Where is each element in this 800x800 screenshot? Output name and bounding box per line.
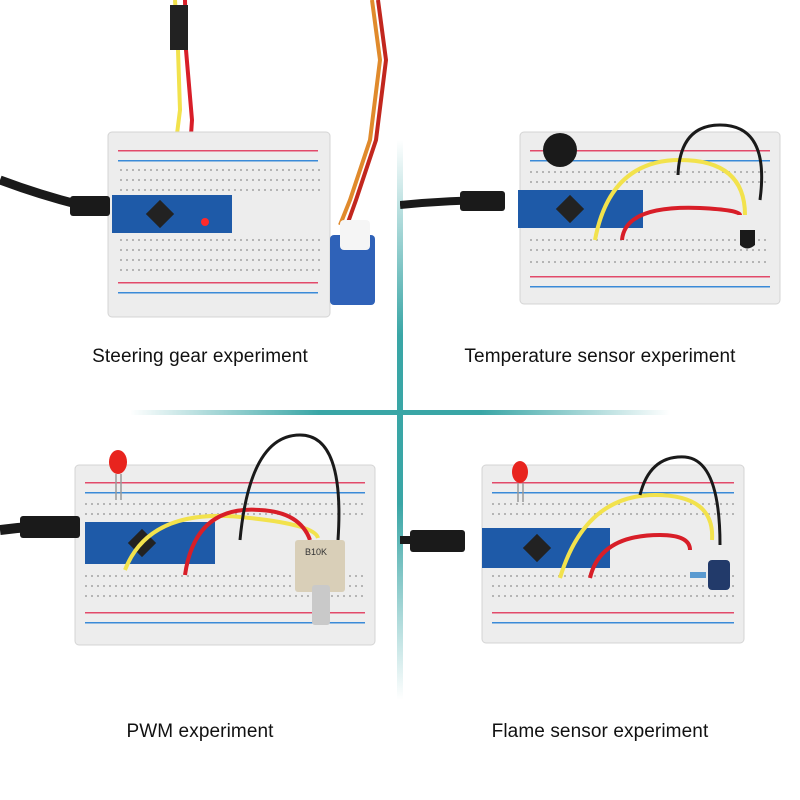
servo-orange-wire	[338, 0, 383, 226]
pwm-photo: B10K	[0, 433, 376, 646]
usb-plug	[460, 191, 505, 211]
servo-red-wire	[344, 0, 389, 229]
temperature-sensor	[740, 230, 755, 249]
yellow-wire	[558, 492, 715, 579]
black-wire	[676, 123, 764, 201]
caption-steering-gear: Steering gear experiment	[92, 346, 308, 367]
steering-gear-photo	[0, 0, 389, 318]
black-wire	[638, 455, 722, 546]
potentiometer-shaft	[312, 585, 330, 625]
red-wire	[620, 205, 742, 241]
servo-horn	[340, 220, 370, 250]
usb-plug	[70, 196, 110, 216]
flame-sensor-photo	[400, 455, 745, 644]
panel-temperature-sensor: Temperature sensor experiment	[400, 0, 800, 400]
panel-flame-sensor: Flame sensor experiment	[400, 400, 800, 800]
temperature-sensor-photo	[400, 123, 781, 305]
red-wire	[588, 532, 692, 579]
caption-pwm: PWM experiment	[126, 721, 274, 742]
potentiometer	[295, 540, 345, 592]
vertical-divider	[397, 140, 403, 700]
usb-cable	[0, 175, 82, 210]
usb-plug	[20, 516, 80, 538]
breadboard	[74, 464, 376, 646]
horizontal-divider	[130, 410, 670, 415]
panel-steering-gear: Steering gear experiment	[0, 0, 400, 400]
usb-plug	[410, 530, 465, 552]
caption-flame-sensor: Flame sensor experiment	[491, 721, 709, 742]
yellow-wire	[123, 513, 320, 571]
caption-temperature-sensor: Temperature sensor experiment	[464, 346, 736, 367]
resistor	[690, 572, 706, 578]
breadboard-holes	[118, 150, 318, 294]
servo-body	[330, 235, 375, 305]
buzzer	[543, 133, 577, 167]
panel-pwm: B10K PWM experiment	[0, 400, 400, 800]
red-led	[512, 461, 528, 483]
power-led	[201, 218, 209, 226]
potentiometer-label: B10K	[305, 547, 327, 557]
red-wire	[183, 507, 312, 576]
red-led	[109, 450, 127, 474]
flame-sensor	[708, 560, 730, 590]
black-wire	[238, 433, 341, 541]
wire-connector	[170, 5, 188, 50]
